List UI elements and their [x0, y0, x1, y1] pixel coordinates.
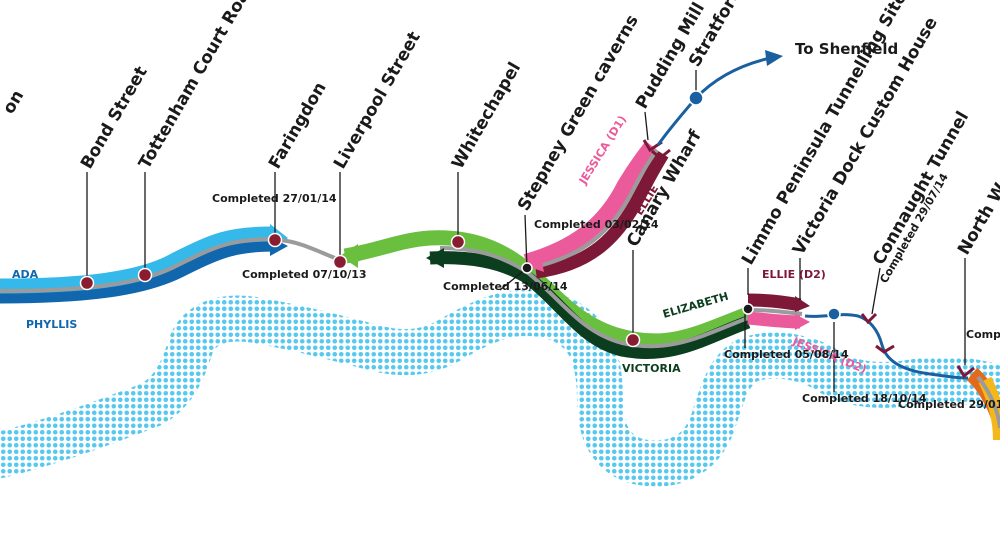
tbm-label-victoria: VICTORIA — [622, 362, 681, 375]
tunnel-ada-phyllis — [0, 224, 288, 304]
portal-connaught-2 — [875, 344, 895, 354]
portal-connaught-1 — [860, 312, 878, 325]
completion-note-9: Comple 22/05 — [966, 328, 1000, 341]
tunnel-jessica-ellie — [523, 139, 671, 279]
station-label-north-partial: North W — [954, 180, 1000, 259]
station-dot-limmo — [742, 303, 754, 315]
station-label-faringdon: Faringdon — [265, 79, 331, 173]
station-dot-custom-house — [827, 307, 841, 321]
station-leaders — [86, 70, 966, 392]
completion-note-5: Completed 05/08/14 — [724, 348, 849, 361]
station-label-liverpool: Liverpool Street — [330, 28, 425, 172]
station-dot-whitechapel — [450, 234, 466, 250]
tbm-label-ada: ADA — [12, 268, 39, 281]
station-label-partial-left: on — [0, 87, 28, 118]
destination-label: To Shenfield — [795, 40, 898, 58]
station-label-whitechapel: Whitechapel — [448, 59, 525, 173]
shenfield-arrow — [765, 50, 783, 66]
station-dot-faringdon — [267, 232, 283, 248]
tbm-label-elizabeth: ELIZABETH — [661, 290, 730, 321]
completion-note-4: Completed 13/06/14 — [443, 280, 568, 293]
station-dot-stepney — [521, 262, 533, 274]
station-dot-bond-street — [79, 275, 95, 291]
station-label-tottenham: Tottenham Court Road — [135, 0, 260, 172]
completion-note-6: Completed 18/10/14 — [802, 392, 927, 405]
tbm-label-ellie-d2: ELLIE (D2) — [762, 268, 826, 281]
completion-note-3: Completed 03/02/14 — [534, 218, 659, 231]
station-markers — [79, 90, 841, 348]
station-dot-liverpool — [332, 254, 348, 270]
station-dot-tottenham — [137, 267, 153, 283]
tunnel-ellie-jessica-d2 — [747, 293, 810, 330]
river-thames — [0, 290, 1000, 487]
station-dot-stratford — [688, 90, 704, 106]
completion-note-2: Completed 07/10/13 — [242, 268, 367, 281]
track-custom-house-connaught — [804, 313, 969, 380]
completion-note-8: Completed 29/01/14 — [898, 398, 1000, 411]
station-dot-canary-wharf — [625, 332, 641, 348]
branch-to-shenfield — [656, 56, 771, 146]
tbm-label-phyllis: PHYLLIS — [26, 318, 77, 331]
completion-note-1: Completed 27/01/14 — [212, 192, 337, 205]
